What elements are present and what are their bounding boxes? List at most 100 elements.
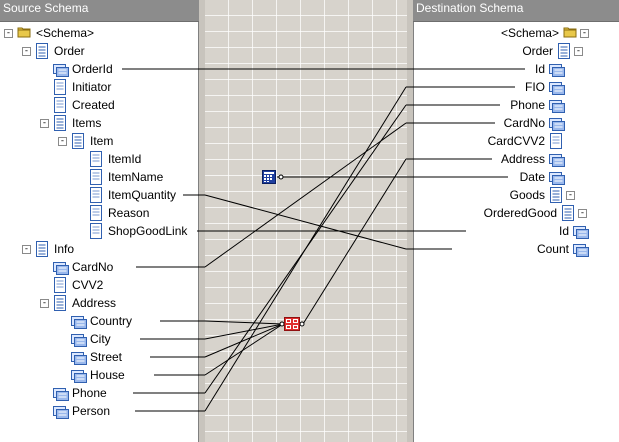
destination-node-label: Goods	[509, 188, 545, 202]
record-icon	[35, 241, 49, 257]
destination-node-label: <Schema>	[500, 26, 559, 40]
source-node-schema[interactable]: - <Schema>	[4, 24, 94, 42]
field-attribute-icon	[53, 277, 67, 293]
destination-node-label: Date	[519, 170, 545, 184]
source-node-street[interactable]: Street	[58, 348, 122, 366]
source-node-country[interactable]: Country	[58, 312, 132, 330]
source-node-phone[interactable]: Phone	[40, 384, 107, 402]
source-node-label: CardNo	[72, 260, 114, 274]
source-schema-header: Source Schema	[0, 0, 199, 22]
source-node-label: OrderId	[72, 62, 113, 76]
source-node-label: Order	[54, 44, 85, 58]
source-node-item[interactable]: - Item	[58, 132, 113, 150]
destination-node-id[interactable]: Id	[559, 222, 599, 240]
source-node-orderid[interactable]: OrderId	[40, 60, 113, 78]
mapping-grid[interactable]	[199, 0, 413, 442]
source-node-info[interactable]: -Info	[22, 240, 74, 258]
destination-node-label: Order	[522, 44, 553, 58]
field-element-icon	[549, 97, 565, 113]
destination-node-label: FIO	[525, 80, 545, 94]
collapse-toggle-icon[interactable]: -	[574, 45, 583, 56]
source-node-reason[interactable]: Reason	[76, 204, 149, 222]
collapse-toggle-icon[interactable]: -	[22, 243, 31, 254]
field-element-icon	[53, 259, 69, 275]
source-node-label: ItemName	[108, 170, 164, 184]
field-element-icon	[573, 241, 589, 257]
record-icon	[557, 43, 571, 59]
folder-icon	[17, 25, 31, 41]
field-attribute-icon	[89, 151, 103, 167]
destination-node-phone[interactable]: Phone	[510, 96, 575, 114]
source-node-label: CVV2	[72, 278, 104, 292]
source-node-label: Address	[72, 296, 117, 310]
source-node-label: ItemQuantity	[108, 188, 177, 202]
field-attribute-icon	[89, 223, 103, 239]
source-node-created[interactable]: Created	[40, 96, 115, 114]
field-attribute-icon	[89, 205, 103, 221]
source-node-initiator[interactable]: Initiator	[40, 78, 111, 96]
destination-node-label: OrderedGood	[483, 206, 557, 220]
source-node-label: City	[90, 332, 111, 346]
destination-schema-header: Destination Schema	[413, 0, 619, 22]
source-node-label: Item	[90, 134, 114, 148]
collapse-toggle-icon[interactable]: -	[4, 27, 13, 38]
field-element-icon	[549, 61, 565, 77]
destination-node-fio[interactable]: FIO	[525, 78, 575, 96]
source-node-shopgoodlink[interactable]: ShopGoodLink	[76, 222, 187, 240]
destination-node-id[interactable]: Id	[535, 60, 575, 78]
source-node-label: House	[90, 368, 125, 382]
source-node-label: ShopGoodLink	[108, 224, 188, 238]
collapse-toggle-icon[interactable]: -	[580, 27, 589, 38]
date-functoid-icon[interactable]	[262, 170, 276, 184]
field-element-icon	[71, 349, 87, 365]
field-element-icon	[71, 331, 87, 347]
source-node-house[interactable]: House	[58, 366, 125, 384]
collapse-toggle-icon[interactable]: -	[578, 207, 587, 218]
destination-node-label: Address	[500, 152, 545, 166]
source-node-itemid[interactable]: ItemId	[76, 150, 141, 168]
record-icon	[53, 115, 67, 131]
source-node-label: <Schema>	[36, 26, 95, 40]
source-node-city[interactable]: City	[58, 330, 111, 348]
source-node-itemname[interactable]: ItemName	[76, 168, 163, 186]
destination-node-goods[interactable]: Goods -	[510, 186, 575, 204]
destination-node-label: CardNo	[503, 116, 545, 130]
source-node-person[interactable]: Person	[40, 402, 110, 420]
source-node-address[interactable]: - Address	[40, 294, 116, 312]
folder-icon	[563, 25, 577, 41]
source-node-items[interactable]: -Items	[40, 114, 101, 132]
record-icon	[561, 205, 575, 221]
source-node-cvv2[interactable]: CVV2	[40, 276, 103, 294]
string-concatenate-functoid-icon[interactable]	[284, 317, 300, 331]
collapse-toggle-icon[interactable]: -	[566, 189, 575, 200]
source-node-label: Reason	[108, 206, 150, 220]
collapse-toggle-icon[interactable]: -	[40, 297, 49, 308]
collapse-toggle-icon[interactable]: -	[40, 117, 49, 128]
record-icon	[35, 43, 49, 59]
source-node-order[interactable]: - Order	[22, 42, 85, 60]
field-element-icon	[53, 385, 69, 401]
source-node-label: Country	[90, 314, 133, 328]
collapse-toggle-icon[interactable]: -	[22, 45, 31, 56]
field-attribute-icon	[53, 79, 67, 95]
destination-node-address[interactable]: Address	[501, 150, 575, 168]
field-element-icon	[549, 79, 565, 95]
field-element-icon	[71, 313, 87, 329]
source-node-label: Street	[90, 350, 123, 364]
source-node-label: ItemId	[108, 152, 142, 166]
destination-node-cardcvv2[interactable]: CardCVV2	[488, 132, 575, 150]
source-node-label: Person	[72, 404, 111, 418]
destination-node-orderedgood[interactable]: OrderedGood -	[484, 204, 587, 222]
source-node-itemquantity[interactable]: ItemQuantity	[76, 186, 176, 204]
source-node-cardno[interactable]: CardNo	[40, 258, 113, 276]
destination-node-label: Phone	[510, 98, 545, 112]
destination-node-order[interactable]: Order -	[522, 42, 583, 60]
destination-node-schema[interactable]: <Schema> -	[501, 24, 589, 42]
field-element-icon	[53, 403, 69, 419]
destination-node-cardno[interactable]: CardNo	[504, 114, 575, 132]
destination-node-date[interactable]: Date	[520, 168, 575, 186]
collapse-toggle-icon[interactable]: -	[58, 135, 67, 146]
destination-node-count[interactable]: Count	[537, 240, 599, 258]
